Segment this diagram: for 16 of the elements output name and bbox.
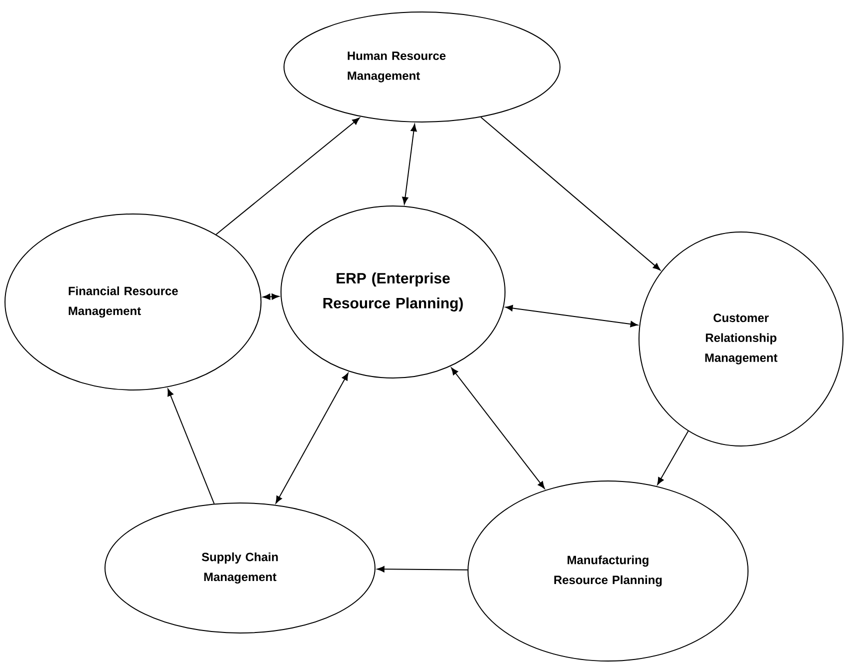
arrow — [262, 294, 280, 300]
ellipse-node: Supply Chain Management — [104, 502, 376, 634]
ellipse-node: ERP (Enterprise Resource Planning) — [280, 206, 506, 378]
ellipse-node: Customer Relationship Management — [638, 232, 844, 446]
arrow — [168, 388, 215, 504]
arrow — [376, 566, 468, 572]
arrow — [276, 372, 348, 504]
arrow — [451, 367, 545, 489]
arrow — [657, 430, 689, 485]
arrow — [480, 116, 660, 270]
ellipse-node: Manufacturing Resource Planning — [468, 480, 748, 662]
arrow — [402, 124, 417, 204]
ellipse-node: Financial Resource Management — [4, 214, 262, 390]
ellipse-node: Human Resource Management — [284, 12, 560, 122]
arrow — [216, 118, 360, 235]
arrow — [505, 305, 638, 328]
